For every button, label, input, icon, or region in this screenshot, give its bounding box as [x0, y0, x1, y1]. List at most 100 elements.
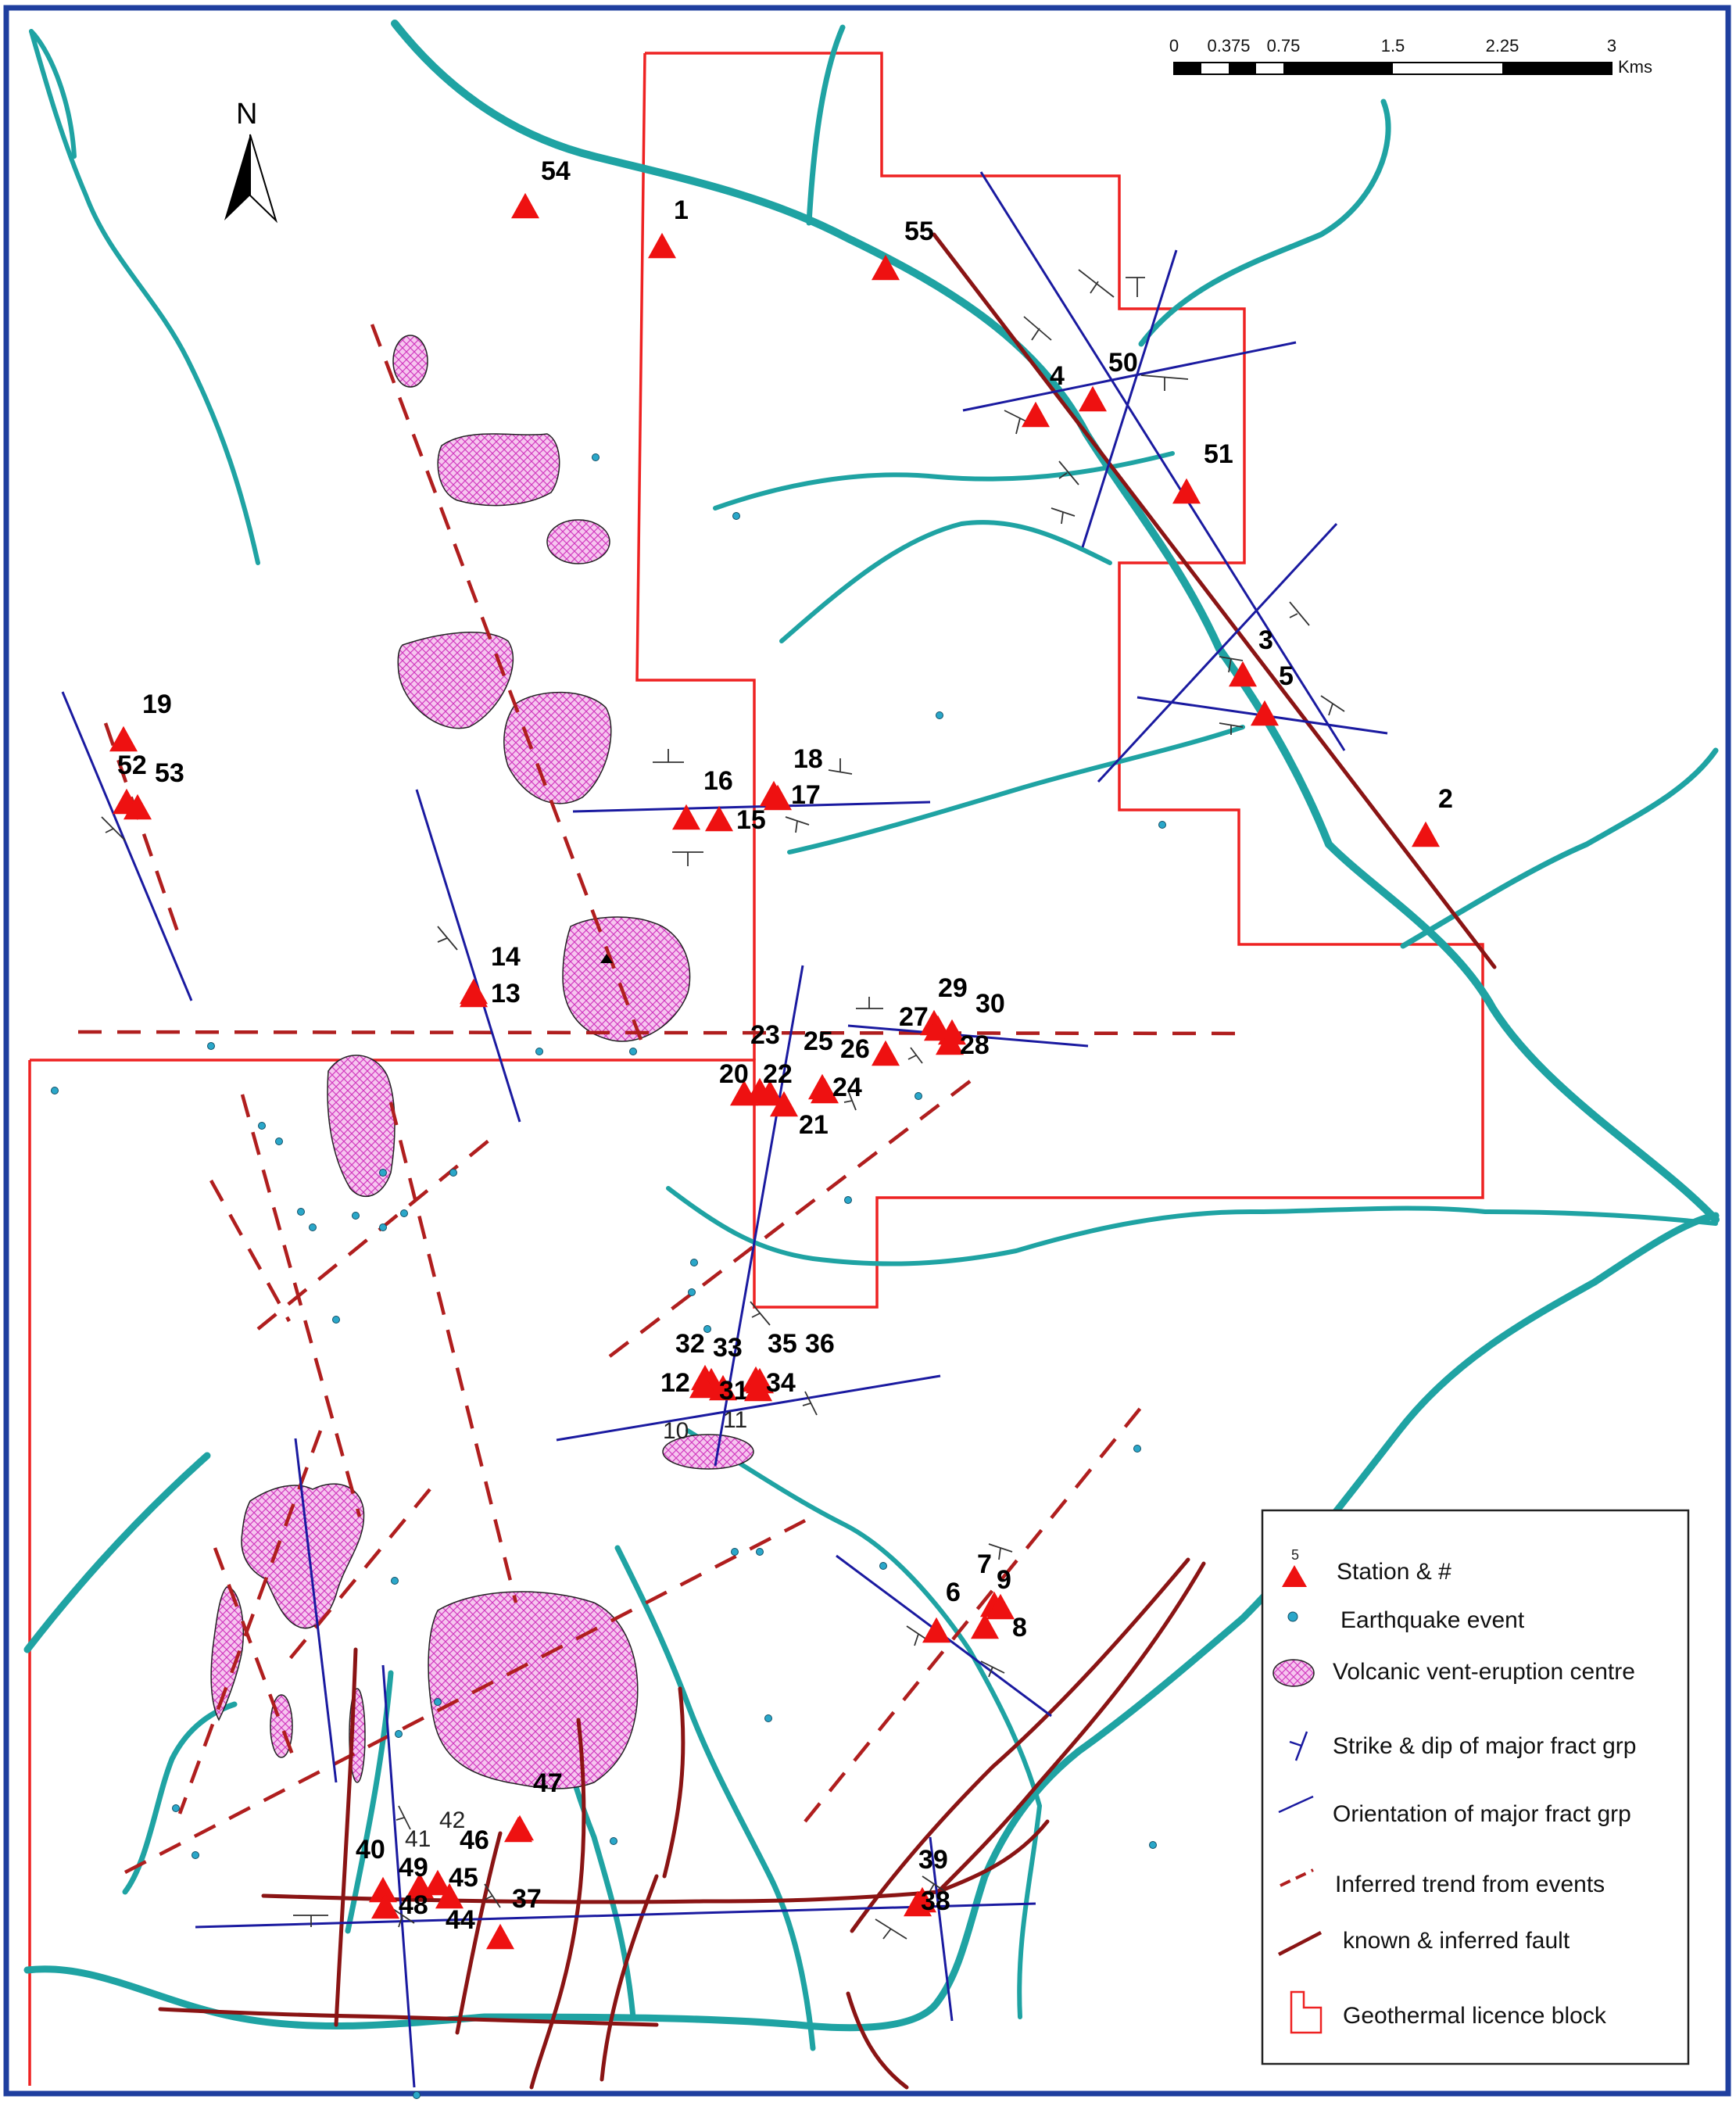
- strike-dip-symbol: [922, 1875, 947, 1894]
- station-label: 17: [791, 780, 821, 810]
- station-label: 47: [533, 1768, 563, 1798]
- station-marker: [1229, 661, 1257, 687]
- river-mid-1: [666, 1186, 1718, 1266]
- vent: [437, 433, 560, 507]
- strike-dip-symbol: [750, 1301, 771, 1326]
- earthquake-event: [395, 1730, 403, 1738]
- earthquake-event: [352, 1212, 360, 1220]
- earthquake-event: [191, 1851, 199, 1859]
- station-marker: [435, 1883, 464, 1909]
- legend-label-fault: known & inferred fault: [1343, 1928, 1570, 1954]
- station-marker: [705, 805, 733, 832]
- vent: [662, 1434, 754, 1470]
- vent: [546, 519, 610, 564]
- north-arrow: N: [224, 98, 278, 224]
- legend-label-vent: Volcanic vent-eruption centre: [1333, 1659, 1635, 1685]
- station-marker: [744, 1375, 772, 1402]
- station-marker: [971, 1613, 999, 1639]
- station-label: 19: [142, 690, 172, 719]
- legend-marker-note: 5: [1291, 1547, 1299, 1563]
- station-label: 6: [946, 1578, 961, 1607]
- earthquake-event: [915, 1092, 922, 1100]
- strike-dip-symbol: [1289, 601, 1310, 626]
- earthquake-event: [434, 1698, 442, 1706]
- strike-dip-symbol: [907, 1047, 923, 1064]
- station-label: 39: [918, 1845, 948, 1875]
- earthquake-icon: [1287, 1611, 1298, 1622]
- fracture-line: [1097, 522, 1338, 783]
- station-label: 23: [750, 1020, 780, 1050]
- station-label: 3: [1258, 625, 1273, 655]
- station-label: 45: [449, 1863, 478, 1893]
- strike-dip-symbol: [785, 816, 810, 833]
- station-marker: [504, 1816, 532, 1843]
- fault-line: [158, 2007, 659, 2027]
- earthquake-event: [258, 1122, 266, 1130]
- station-label: 25: [804, 1026, 833, 1056]
- fracture-line: [714, 965, 804, 1467]
- station-marker: [648, 232, 676, 259]
- fracture-line: [1081, 249, 1178, 548]
- fault-line: [936, 1561, 1206, 1894]
- river-ne: [1138, 99, 1391, 347]
- legend: 5 Station & # Earthquake event Volcanic …: [1261, 1509, 1690, 2065]
- scale-unit: Kms: [1618, 57, 1652, 77]
- fault-line: [455, 1831, 503, 2035]
- strike-dip-symbol: [1140, 374, 1189, 391]
- river-nw-1: [29, 29, 260, 565]
- earthquake-event: [688, 1288, 696, 1296]
- river-south-4: [614, 1545, 816, 2051]
- earthquake-events: [51, 453, 1166, 2099]
- vent: [392, 335, 428, 388]
- north-label: N: [236, 98, 257, 131]
- strike-dip-symbol: [980, 1660, 1005, 1678]
- earthquake-event: [731, 1548, 739, 1556]
- station-label: 37: [512, 1884, 542, 1914]
- station-marker: [369, 1876, 397, 1903]
- earthquake-event: [764, 1714, 772, 1722]
- station-marker: [1022, 401, 1050, 428]
- station-label: 5: [1279, 661, 1294, 691]
- station-marker: [689, 1372, 718, 1399]
- station-marker: [936, 1029, 964, 1055]
- earthquake-event: [275, 1137, 283, 1145]
- station-label: 52: [117, 751, 147, 780]
- station-label: 31: [719, 1376, 749, 1406]
- earthquake-event: [844, 1196, 852, 1204]
- river-central-3: [787, 725, 1245, 854]
- river-south-loop: [23, 1212, 1720, 2032]
- legend-label-strike-dip: Strike & dip of major fract grp: [1333, 1733, 1636, 1759]
- station-label: 49: [399, 1853, 428, 1883]
- station-marker: [486, 1923, 514, 1950]
- licence-block-icon: [1290, 1990, 1323, 2034]
- river-west-south: [23, 1452, 211, 1653]
- vent: [397, 632, 514, 729]
- station-marker: [764, 784, 792, 811]
- station-marker: [1251, 700, 1279, 726]
- river-east: [1400, 747, 1719, 949]
- legend-label-licence: Geothermal licence block: [1343, 2003, 1607, 2029]
- fracture-line: [962, 341, 1297, 412]
- earthquake-event: [379, 1169, 387, 1177]
- fracture-line: [979, 171, 1346, 751]
- strike-dip-symbol: [1126, 277, 1145, 297]
- station-marker: [460, 981, 488, 1008]
- station-label: 15: [736, 805, 766, 835]
- station-label: 20: [719, 1059, 749, 1089]
- earthquake-event: [172, 1804, 180, 1812]
- strike-dip-symbol: [1219, 722, 1244, 735]
- station-label: 50: [1108, 348, 1138, 378]
- earthquake-event: [309, 1223, 317, 1231]
- minor-label: 41: [405, 1826, 431, 1852]
- station-label: 51: [1204, 439, 1233, 469]
- vent: [503, 691, 612, 804]
- station-label: 53: [155, 758, 184, 788]
- fault-line: [529, 1718, 586, 2090]
- station-marker: [123, 793, 152, 820]
- vent-marker-icon: [600, 954, 613, 963]
- geothermal-licence-blocks: [28, 52, 1484, 2086]
- station-label: 38: [921, 1886, 950, 1916]
- fault-line: [600, 1874, 659, 2082]
- earthquake-event: [756, 1548, 764, 1556]
- trend-icon: [1280, 1868, 1314, 1887]
